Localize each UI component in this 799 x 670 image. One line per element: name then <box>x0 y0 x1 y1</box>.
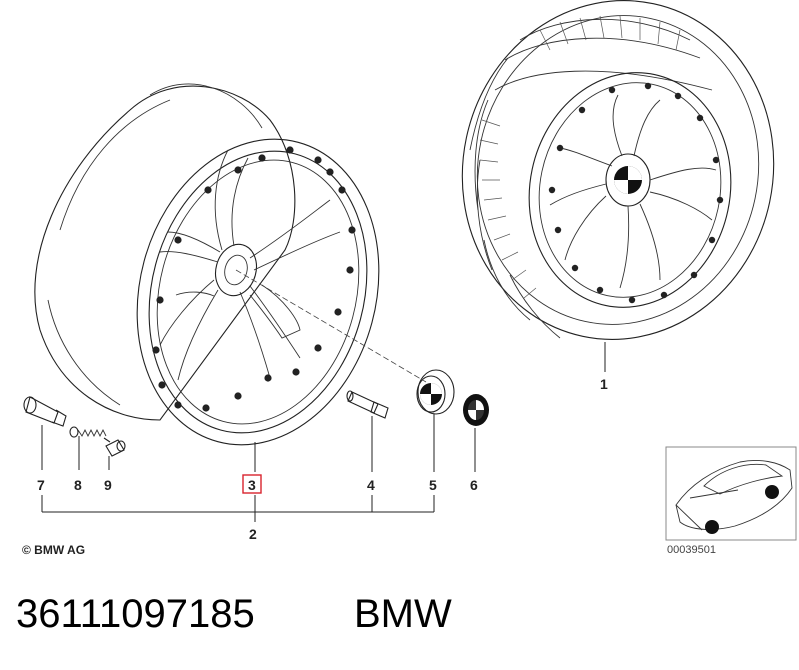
hub-cap-drawing <box>416 369 455 415</box>
leader-lines <box>41 342 606 522</box>
rim-drawing <box>34 83 427 446</box>
valve-cap-drawing <box>105 439 126 457</box>
callout-2: 2 <box>249 526 257 542</box>
inset-diagram-number: 00039501 <box>667 544 716 556</box>
emblem-drawing <box>463 394 489 426</box>
vehicle-inset <box>665 446 797 541</box>
callout-8: 8 <box>74 477 82 493</box>
callout-3: 3 <box>248 477 256 493</box>
part-number: 36111097185 <box>16 592 255 636</box>
callout-5: 5 <box>429 477 437 493</box>
callout-9: 9 <box>104 477 112 493</box>
valve-stem-drawing <box>23 396 67 427</box>
callout-1: 1 <box>600 376 608 392</box>
copyright-text: © BMW AG <box>22 543 85 557</box>
callout-4: 4 <box>367 477 375 493</box>
callout-7: 7 <box>37 477 45 493</box>
wheel-bolt-drawing <box>346 390 389 419</box>
callout-3-highlight-box <box>242 474 262 494</box>
callout-6: 6 <box>470 477 478 493</box>
valve-insert-drawing <box>69 426 111 443</box>
complete-wheel-drawing <box>461 0 775 340</box>
brand-name: BMW <box>354 592 452 636</box>
